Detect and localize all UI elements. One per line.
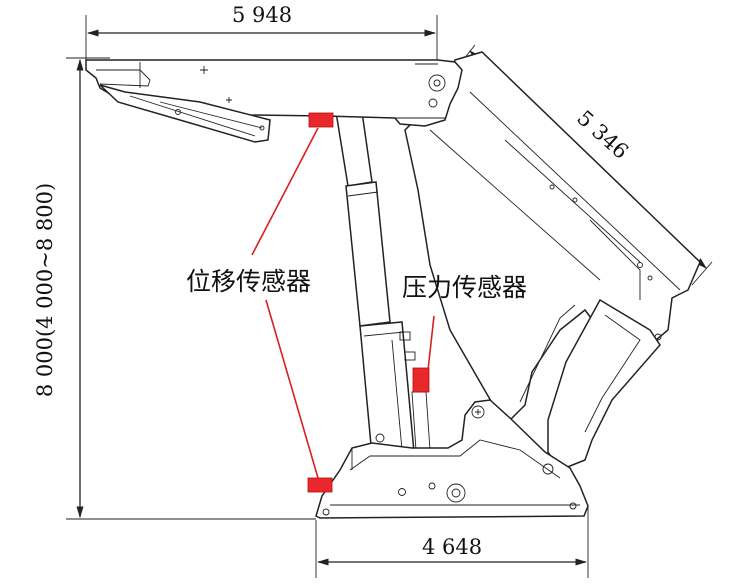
leader-line-displacement-top [251,127,319,256]
top-width-dimension: 5 948 [85,3,438,60]
leader-line-displacement-bottom [265,299,319,479]
displacement-sensor-top [308,112,334,128]
height-dimension: 8 000(4 000~8 800) [33,57,316,520]
leg-lower-cylinder [359,321,415,457]
support-structure [85,51,701,519]
leader-line-pressure [427,315,435,371]
pressure-sensor [412,367,430,393]
pressure-sensor-label: 压力传感器 [402,273,527,302]
leg-upper-cylinder [335,111,373,187]
displacement-sensor-bottom [307,477,333,493]
top-width-label: 5 948 [232,3,292,27]
base [315,399,589,519]
height-label: 8 000(4 000~8 800) [33,183,57,397]
leg-mid-cylinder [345,181,391,327]
lower-link [547,298,661,471]
base-width-dimension: 4 648 [315,505,589,578]
canopy [85,59,463,127]
displacement-sensor-label: 位移传感器 [186,267,311,296]
base-width-label: 4 648 [422,535,482,559]
